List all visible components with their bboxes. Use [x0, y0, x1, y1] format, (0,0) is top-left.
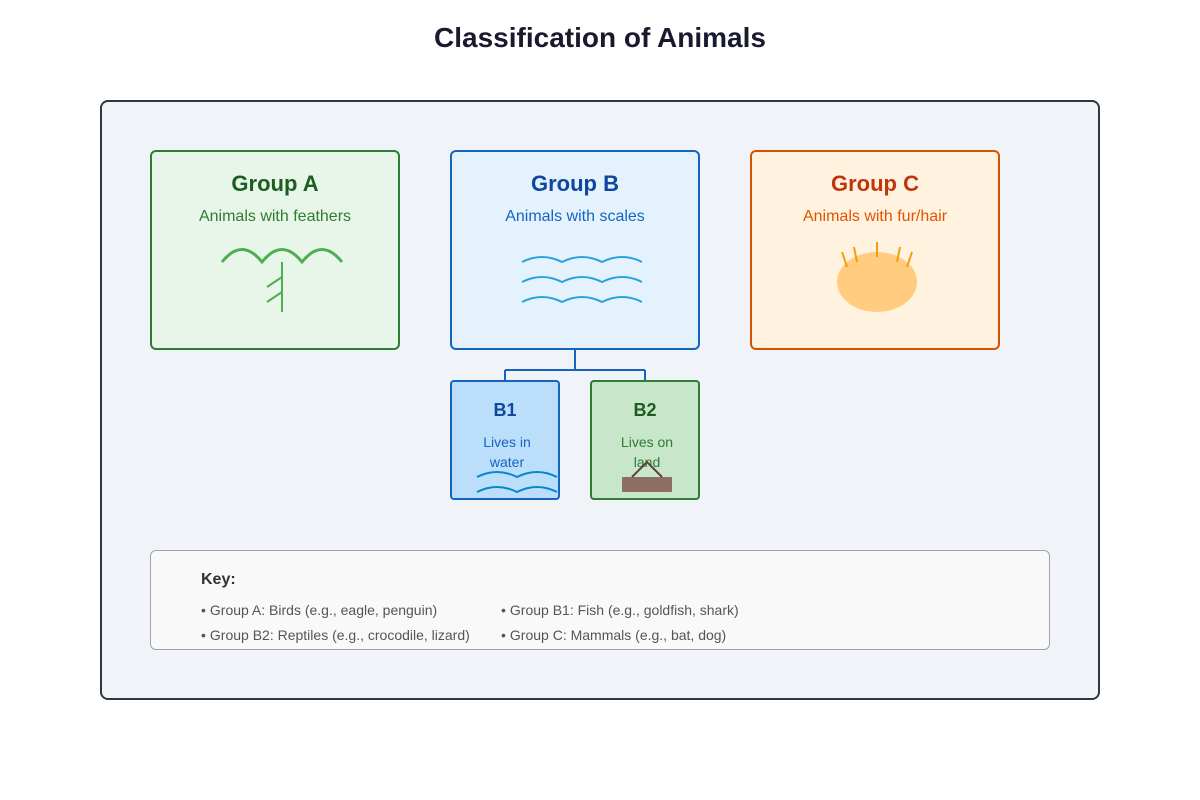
group-b-description: Animals with scales [505, 208, 645, 225]
fur-icon [837, 242, 917, 312]
key-bullet: • [501, 627, 506, 643]
key-item-text: Group B1: Fish (e.g., goldfish, shark) [509, 602, 739, 618]
key-item-group-a: •Group A: Birds (e.g., eagle, penguin) [201, 602, 437, 618]
key-item-text: Group C: Mammals (e.g., bat, dog) [509, 627, 727, 643]
key-bullet: • [201, 602, 206, 618]
group-b-title: Group B [531, 171, 619, 196]
subgroup-b1-title: B1 [493, 400, 517, 420]
water-waves-icon [476, 471, 558, 494]
key-item-group-b2: •Group B2: Reptiles (e.g., crocodile, li… [201, 627, 470, 643]
group-a-description: Animals with feathers [198, 208, 352, 225]
group-a-title: Group A [231, 171, 319, 196]
key-bullet: • [501, 602, 506, 618]
subgroup-b2-title: B2 [633, 400, 657, 420]
key-item-text: Group B2: Reptiles (e.g., crocodile, liz… [209, 627, 470, 643]
feather-icon [220, 248, 344, 312]
key-bullet: • [201, 627, 206, 643]
group-c-card: Group C Animals with fur/hair [750, 150, 1000, 350]
land-icon [622, 460, 672, 492]
group-c-description: Animals with fur/hair [802, 208, 948, 225]
subgroup-b1-description: Lives in water [483, 434, 531, 470]
subgroup-b1-card: B1 Lives in water [450, 380, 560, 500]
key-box: Key: •Group A: Birds (e.g., eagle, pengu… [150, 550, 1050, 650]
subgroup-b2-card: B2 Lives on land [590, 380, 700, 500]
key-item-text: Group A: Birds (e.g., eagle, penguin) [209, 602, 438, 618]
group-b-card: Group B Animals with scales [450, 150, 700, 350]
scales-icon [521, 256, 643, 304]
group-c-title: Group C [831, 171, 919, 196]
group-a-card: Group A Animals with feathers [150, 150, 400, 350]
key-title: Key: [201, 571, 236, 588]
key-item-group-c: •Group C: Mammals (e.g., bat, dog) [501, 627, 726, 643]
key-item-group-b1: •Group B1: Fish (e.g., goldfish, shark) [501, 602, 739, 618]
page-title: Classification of Animals [434, 22, 766, 53]
